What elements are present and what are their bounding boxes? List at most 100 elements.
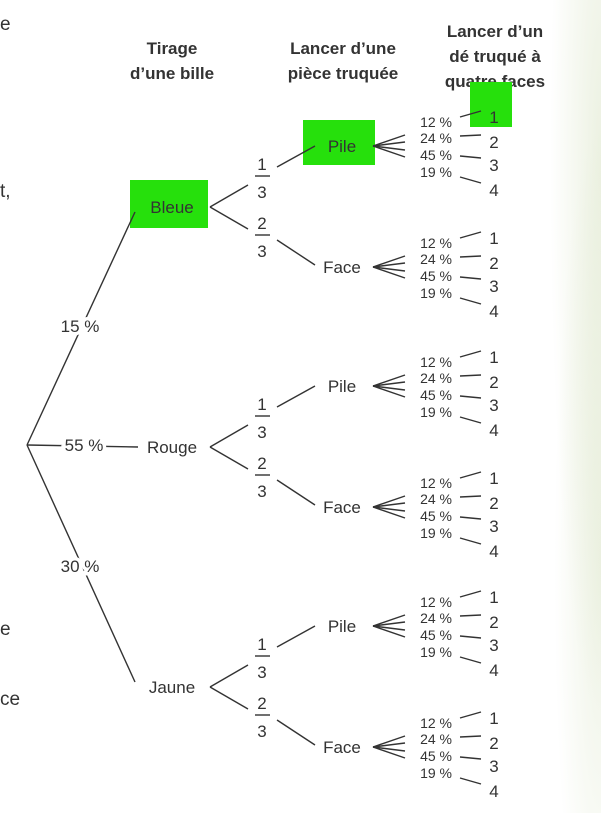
- header-line: quatre faces: [444, 72, 546, 91]
- die-branch: [459, 495, 482, 498]
- die-probability: 19 %: [420, 765, 452, 781]
- die-fan-branch: [372, 625, 406, 631]
- fraction-denominator: 3: [257, 482, 266, 501]
- die-fan-branch: [372, 145, 406, 158]
- die-branch: [459, 395, 482, 399]
- die-branch: [459, 374, 482, 377]
- die-fan-branch: [372, 266, 406, 279]
- margin-text-fragment: e: [0, 14, 11, 35]
- die-fan-branch: [372, 746, 406, 759]
- die-face-1: 1: [489, 229, 498, 248]
- coin-outcome-pile: Pile: [328, 137, 356, 156]
- die-probability: 12 %: [420, 235, 452, 251]
- die-probability: 45 %: [420, 147, 452, 163]
- die-fan-branch: [372, 495, 406, 508]
- die-face-highlight: [470, 82, 512, 127]
- die-face-1: 1: [489, 709, 498, 728]
- die-probability: 45 %: [420, 627, 452, 643]
- die-probability: 12 %: [420, 475, 452, 491]
- coin-outcome-pile: Pile: [328, 377, 356, 396]
- die-branch: [459, 590, 482, 598]
- die-branch: [459, 297, 482, 305]
- die-probability: 19 %: [420, 644, 452, 660]
- die-fan-branch: [372, 134, 406, 147]
- die-branch: [459, 276, 482, 280]
- fraction-denominator: 3: [257, 242, 266, 261]
- die-face-1: 1: [489, 588, 498, 607]
- die-branch: [459, 756, 482, 760]
- coin-branch: [209, 686, 249, 710]
- die-fan-branch: [372, 374, 406, 387]
- die-fan-branch: [372, 614, 406, 627]
- die-probability: 45 %: [420, 387, 452, 403]
- header-line: Lancer d’un: [446, 22, 544, 41]
- background-decoration: [541, 0, 601, 813]
- die-branch: [459, 635, 482, 639]
- fraction-numerator: 1: [257, 635, 266, 654]
- die-branch: [459, 471, 482, 479]
- die-fan-branch: [372, 742, 406, 748]
- die-branch: [459, 711, 482, 719]
- die-probability: 19 %: [420, 285, 452, 301]
- die-probability: 19 %: [420, 404, 452, 420]
- marble-probability: 15 %: [61, 317, 100, 336]
- margin-text-fragment: e: [0, 619, 11, 640]
- coin-branch: [209, 206, 249, 230]
- die-face-3: 3: [489, 757, 498, 776]
- coin-outcome-branch: [276, 385, 316, 408]
- die-probability: 24 %: [420, 731, 452, 747]
- coin-highlight: [303, 120, 375, 165]
- die-face-2: 2: [489, 494, 498, 513]
- margin-text-fragment: t,: [0, 181, 11, 202]
- header-line: Lancer d’une: [290, 39, 396, 58]
- die-branch: [459, 155, 482, 159]
- die-probability: 12 %: [420, 594, 452, 610]
- die-branch: [459, 516, 482, 520]
- die-branch: [459, 614, 482, 617]
- die-branch: [459, 350, 482, 358]
- coin-outcome-face: Face: [323, 498, 361, 517]
- highlight-layer: [130, 82, 512, 228]
- die-probability: 12 %: [420, 114, 452, 130]
- coin-branch: [209, 664, 249, 688]
- die-branch: [459, 777, 482, 785]
- header-line: pièce truquée: [287, 64, 399, 83]
- die-branch: [459, 537, 482, 545]
- die-fan-branch: [372, 506, 406, 519]
- die-face-3: 3: [489, 396, 498, 415]
- die-face-2: 2: [489, 373, 498, 392]
- die-fan-branch: [372, 735, 406, 748]
- die-probability: 12 %: [420, 354, 452, 370]
- die-face-1: 1: [489, 108, 498, 127]
- die-face-4: 4: [489, 542, 498, 561]
- die-face-2: 2: [489, 133, 498, 152]
- fraction-denominator: 3: [257, 183, 266, 202]
- marble-branch: [26, 444, 136, 683]
- marble-outcome-bleue: Bleue: [150, 198, 193, 217]
- coin-outcome-branch: [276, 625, 316, 648]
- die-fan-branch: [372, 385, 406, 391]
- die-fan-branch: [372, 506, 406, 512]
- fraction-denominator: 3: [257, 423, 266, 442]
- coin-outcome-branch: [276, 239, 316, 266]
- coin-outcome-face: Face: [323, 738, 361, 757]
- header-line: d’une bille: [129, 64, 215, 83]
- margin-text-fragment: ce: [0, 689, 21, 710]
- die-probability: 12 %: [420, 715, 452, 731]
- fraction-numerator: 2: [257, 694, 266, 713]
- marble-outcome-jaune: Jaune: [149, 678, 195, 697]
- die-branch: [459, 255, 482, 258]
- coin-outcome-pile: Pile: [328, 617, 356, 636]
- marble-probability: 30 %: [61, 557, 100, 576]
- die-fan-branch: [372, 141, 406, 147]
- coin-branch: [209, 446, 249, 470]
- die-fan-branch: [372, 381, 406, 387]
- die-face-4: 4: [489, 661, 498, 680]
- marble-outcome-rouge: Rouge: [147, 438, 197, 457]
- die-probability: 24 %: [420, 251, 452, 267]
- die-fan-branch: [372, 266, 406, 272]
- die-fan-branch: [372, 145, 406, 151]
- header-coin-toss: Lancer d’une pièce truquée: [273, 36, 413, 86]
- fraction-numerator: 1: [257, 155, 266, 174]
